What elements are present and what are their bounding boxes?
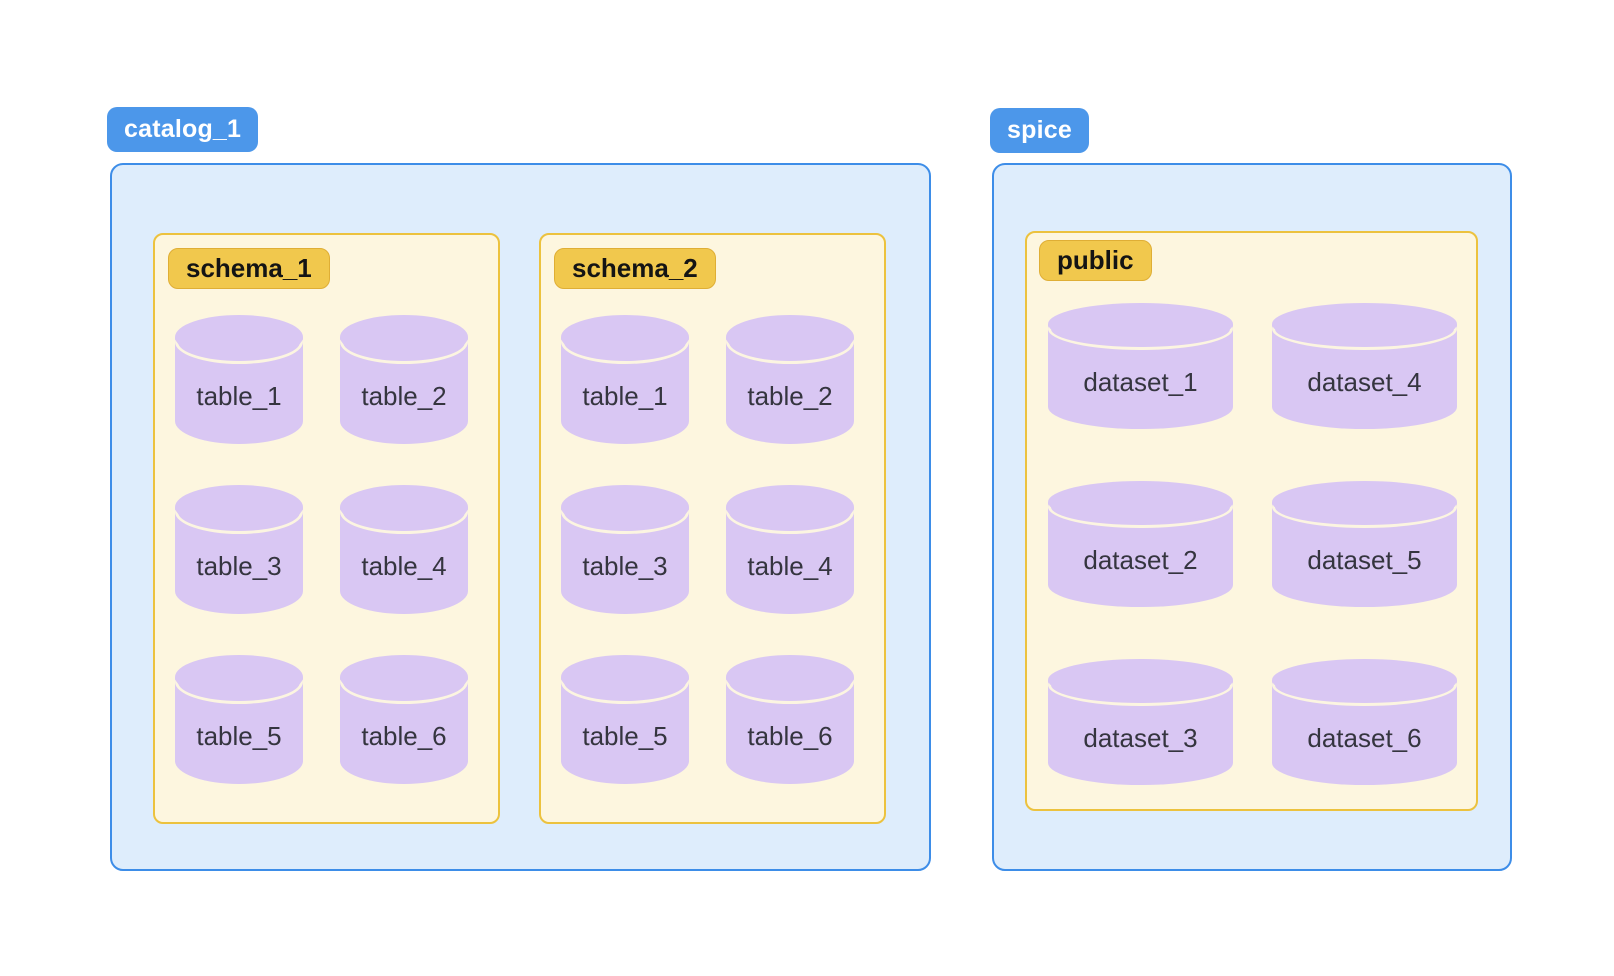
catalog-1-badge: catalog_1 <box>107 107 259 152</box>
table-cylinder: table_3 <box>561 485 689 614</box>
table-cylinder-label: table_1 <box>582 381 668 411</box>
table-cylinder: table_2 <box>340 315 468 444</box>
table-cylinder-label: table_2 <box>361 381 447 411</box>
dataset-cylinder-label: dataset_4 <box>1307 366 1422 397</box>
dataset-cylinder-label: dataset_5 <box>1307 544 1422 575</box>
table-cylinder: table_5 <box>561 655 689 784</box>
table-cylinder: table_1 <box>561 315 689 444</box>
table-cylinder: table_2 <box>726 315 854 444</box>
dataset-cylinder: dataset_6 <box>1272 659 1457 785</box>
cylinder-cap <box>1272 659 1457 701</box>
table-cylinder-label: table_2 <box>747 381 833 411</box>
table-cylinder-label: table_4 <box>747 551 833 581</box>
dataset-cylinder: dataset_1 <box>1048 303 1233 429</box>
dataset-cylinder: dataset_4 <box>1272 303 1457 429</box>
table-cylinder-label: table_5 <box>196 721 282 751</box>
table-cylinder-label: table_3 <box>582 551 668 581</box>
table-cylinder: table_3 <box>175 485 303 614</box>
dataset-cylinder-label: dataset_1 <box>1083 366 1198 397</box>
dataset-cylinder-label: dataset_2 <box>1083 544 1198 575</box>
table-cylinder: table_4 <box>340 485 468 614</box>
cylinder-cap <box>175 485 303 529</box>
table-cylinder-label: table_6 <box>747 721 833 751</box>
schema-1-badge: schema_1 <box>168 248 330 289</box>
cylinder-cap <box>561 485 689 529</box>
dataset-cylinder-label: dataset_6 <box>1307 722 1422 753</box>
cylinder-cap <box>726 315 854 359</box>
table-cylinder-label: table_1 <box>196 381 282 411</box>
cylinder-cap <box>1048 659 1233 701</box>
cylinder-cap <box>1048 481 1233 523</box>
table-cylinder: table_5 <box>175 655 303 784</box>
cylinder-cap <box>561 315 689 359</box>
public-schema-badge: public <box>1039 240 1152 281</box>
table-cylinder: table_6 <box>726 655 854 784</box>
spice-catalog-badge: spice <box>990 108 1089 153</box>
cylinder-cap <box>340 655 468 699</box>
dataset-cylinder: dataset_2 <box>1048 481 1233 607</box>
cylinder-cap <box>726 485 854 529</box>
table-cylinder: table_6 <box>340 655 468 784</box>
cylinder-cap <box>561 655 689 699</box>
cylinder-cap <box>175 315 303 359</box>
table-cylinder-label: table_3 <box>196 551 282 581</box>
table-cylinder-label: table_4 <box>361 551 447 581</box>
cylinder-cap <box>340 485 468 529</box>
table-cylinder-label: table_5 <box>582 721 668 751</box>
dataset-cylinder-label: dataset_3 <box>1083 722 1198 753</box>
cylinder-cap <box>175 655 303 699</box>
cylinder-cap <box>340 315 468 359</box>
schema-2-badge: schema_2 <box>554 248 716 289</box>
table-cylinder: table_1 <box>175 315 303 444</box>
schema-2-table-grid: table_1 table_2 table_3 table_4 table_5 table… <box>561 315 884 784</box>
cylinder-cap <box>726 655 854 699</box>
schema-1-table-grid: table_1 table_2 table_3 table_4 table_5 table… <box>175 315 498 784</box>
dataset-cylinder: dataset_5 <box>1272 481 1457 607</box>
cylinder-cap <box>1272 481 1457 523</box>
table-cylinder-label: table_6 <box>361 721 447 751</box>
table-cylinder: table_4 <box>726 485 854 614</box>
cylinder-cap <box>1272 303 1457 345</box>
dataset-cylinder: dataset_3 <box>1048 659 1233 785</box>
cylinder-cap <box>1048 303 1233 345</box>
